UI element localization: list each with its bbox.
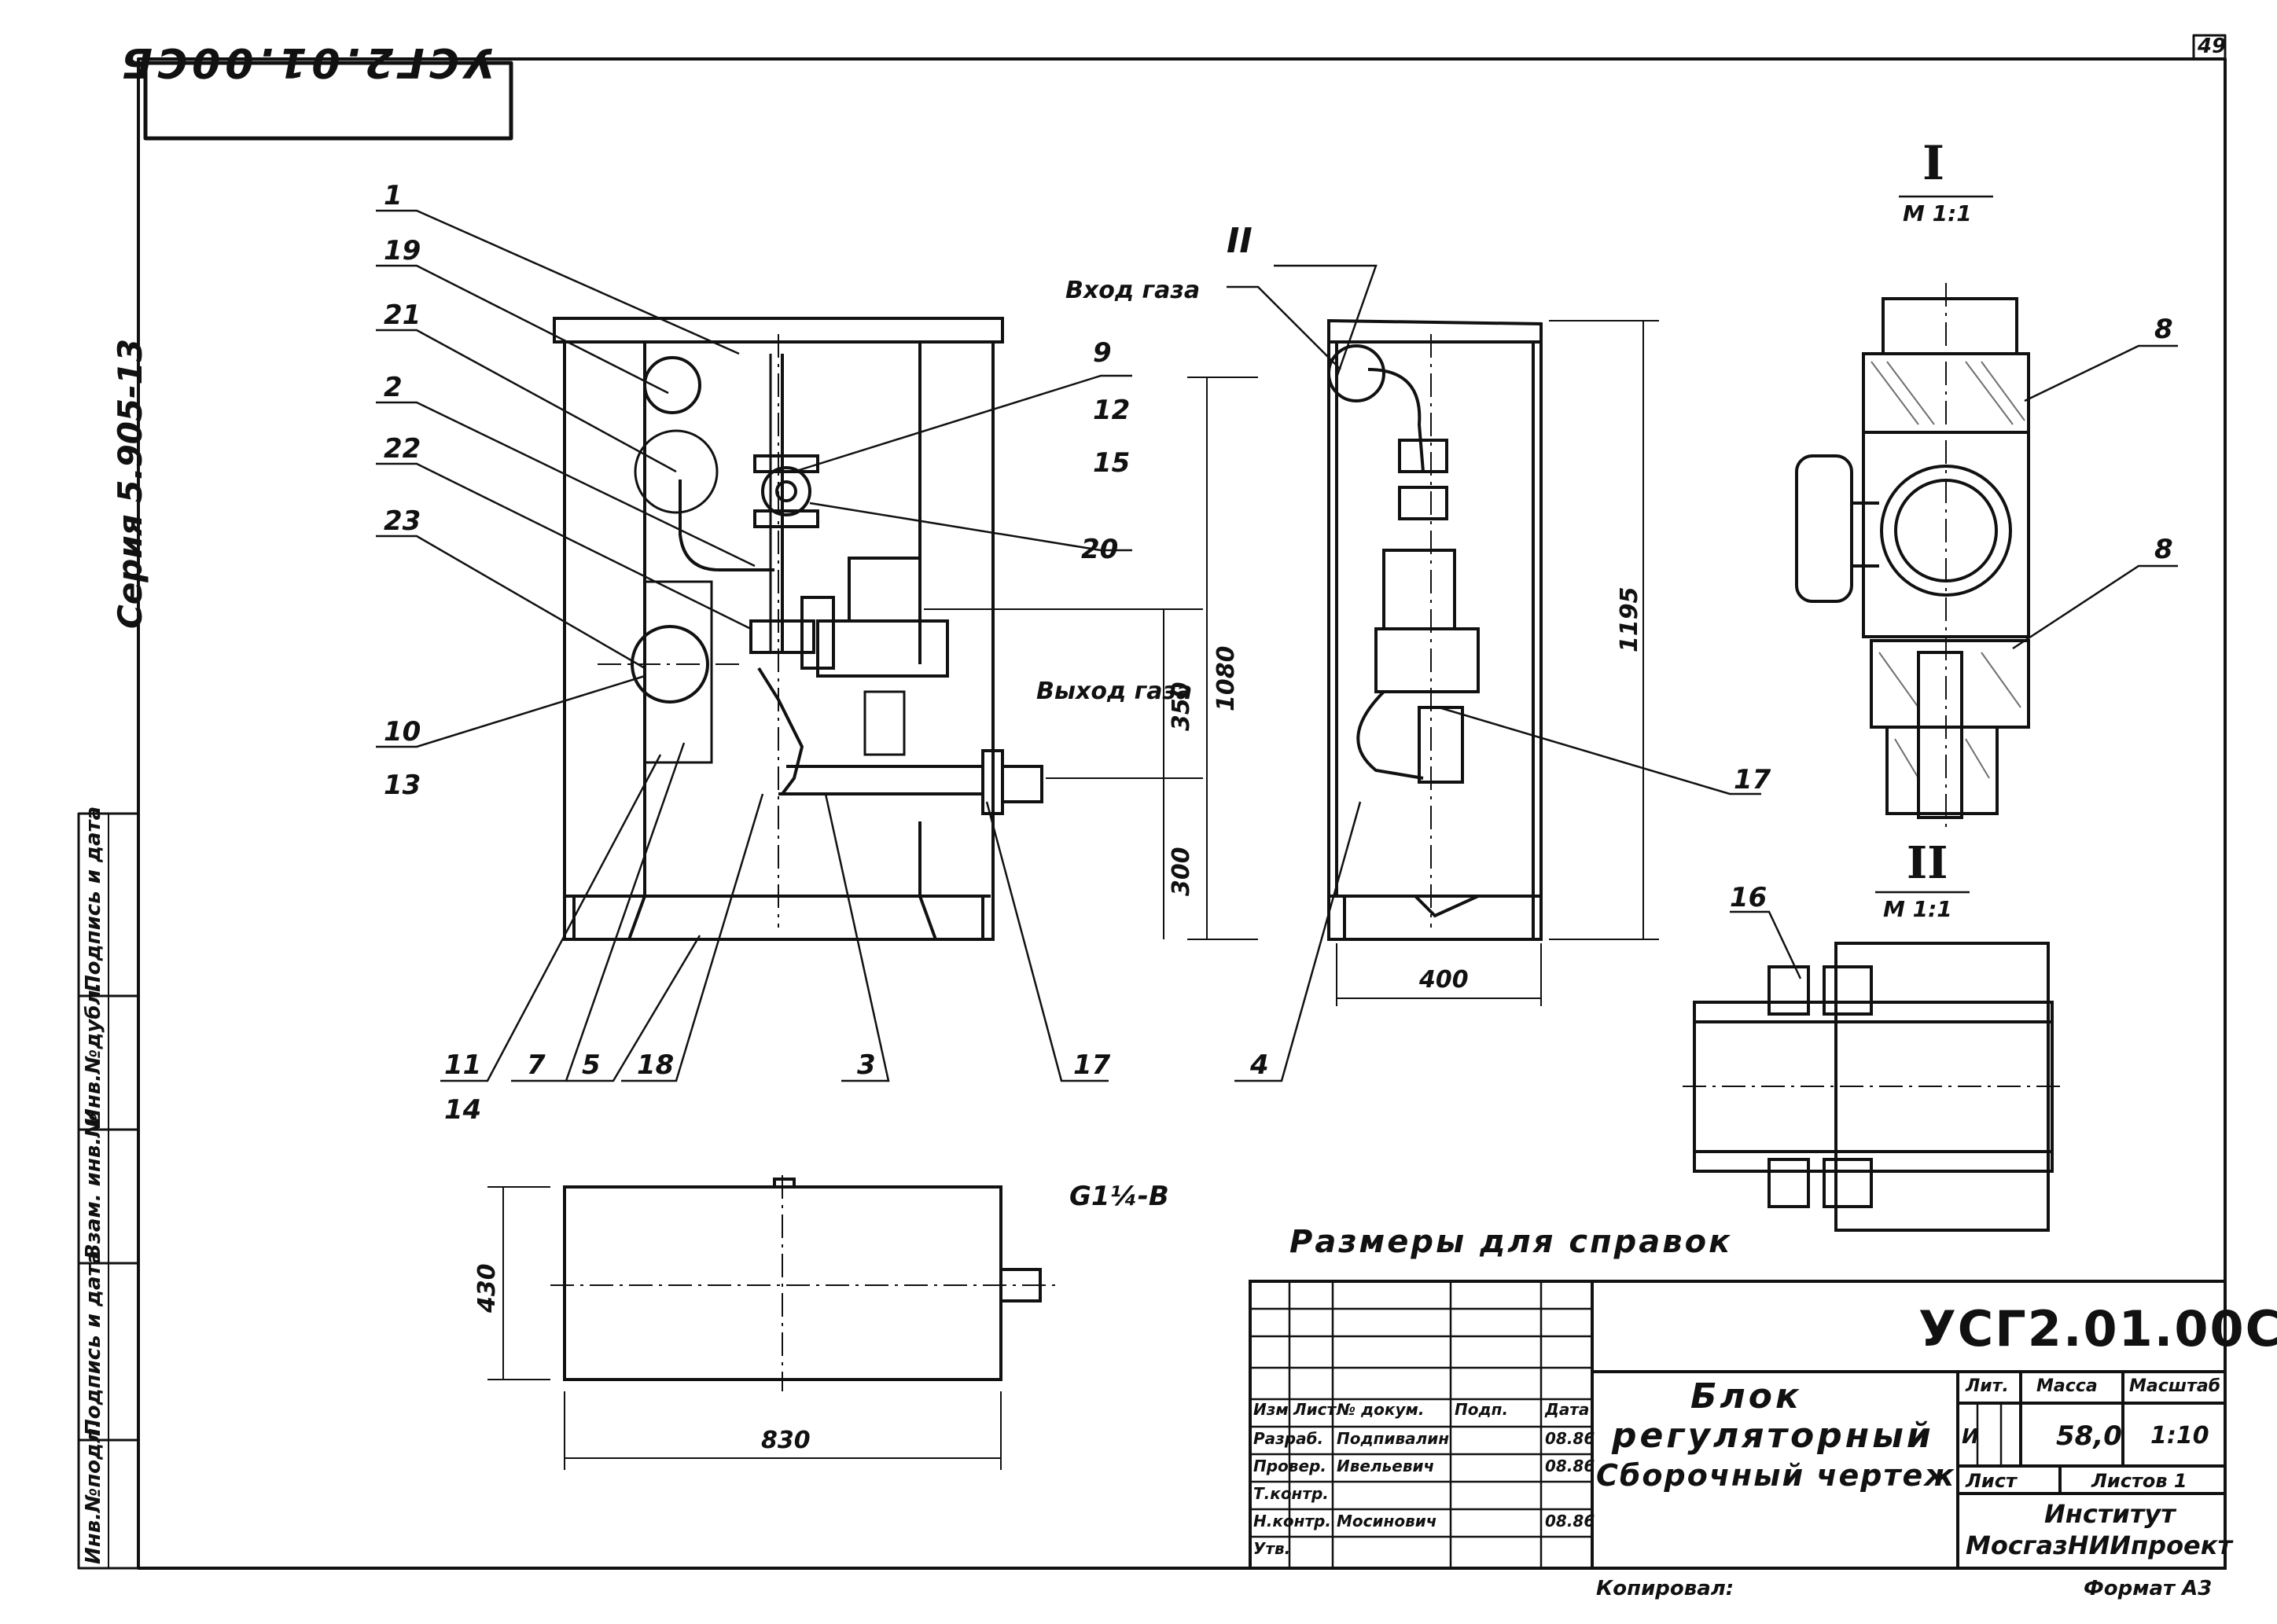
tb-row-date: 08.86 (1545, 1457, 1595, 1475)
section-i-scale: М 1:1 (1903, 200, 1972, 226)
series-label: Серия 5.905-13 (111, 338, 149, 629)
tb-row-role: Н.контр. (1253, 1512, 1331, 1530)
plan-view (563, 1178, 1042, 1381)
tb-name-1: Блок (1690, 1376, 1802, 1416)
tb-org-1: Институт (2044, 1499, 2176, 1529)
callout-7: 7 (527, 1049, 546, 1081)
tb-row-role: Провер. (1253, 1457, 1326, 1475)
callout-17-side: 17 (1734, 764, 1771, 795)
tb-sheet-label: Лист (1966, 1470, 2017, 1492)
callout-1: 1 (384, 180, 403, 211)
title-block-frame (1249, 1280, 2227, 1570)
tb-mass-label: Масса (2036, 1376, 2098, 1396)
section-ii-scale: М 1:1 (1883, 896, 1952, 922)
section-i-title: I (1922, 136, 1945, 191)
side-stamp-cell: Инв.№подл. (82, 1420, 105, 1564)
tb-lit-value: И (1962, 1425, 1979, 1449)
side-stamp-cell: Взам. инв.№ (82, 1112, 105, 1259)
section-ii-marker: II (1227, 221, 1253, 261)
reversed-stamp-code: УСГ2.01.00СБ (116, 39, 495, 86)
callout-13: 13 (384, 770, 421, 801)
tb-row-person: Ивельевич (1337, 1457, 1435, 1475)
tb-sheets-label: Листов 1 (2091, 1470, 2187, 1492)
callout-23: 23 (384, 505, 421, 537)
tb-lit-label: Лит. (1966, 1376, 2009, 1396)
callout-3: 3 (857, 1049, 876, 1081)
gas-outlet-label: Выход газа (1036, 678, 1193, 705)
callout-12: 12 (1093, 395, 1131, 426)
callout-8-top: 8 (2154, 314, 2173, 345)
thread-label: G1¼-B (1069, 1181, 1169, 1212)
reference-note: Размеры для справок (1289, 1224, 1733, 1260)
tb-row-role: Утв. (1253, 1539, 1291, 1558)
tb-row-date: 08.86 (1545, 1429, 1595, 1448)
side-stamp-cell: Инв.№дубл. (82, 982, 105, 1126)
callout-4: 4 (1250, 1049, 1269, 1081)
tb-row-role: Т.контр. (1253, 1484, 1329, 1503)
tb-col-sign: Подп. (1455, 1400, 1509, 1419)
tb-row-person: Подпивалин (1337, 1429, 1450, 1448)
callout-21: 21 (384, 299, 421, 331)
callout-16: 16 (1730, 882, 1768, 913)
callout-8-bottom: 8 (2154, 534, 2173, 565)
dim-300: 300 (1168, 847, 1195, 896)
callout-15: 15 (1093, 447, 1131, 479)
side-view (1327, 318, 1543, 941)
callout-11: 11 (444, 1049, 482, 1081)
callout-18: 18 (637, 1049, 675, 1081)
section-ii-title: II (1907, 837, 1948, 889)
tb-name-3: Сборочный чертеж (1596, 1458, 1956, 1493)
dim-830: 830 (761, 1427, 811, 1454)
tb-col-date: Дата (1545, 1400, 1590, 1419)
tb-scale-value: 1:10 (2150, 1422, 2209, 1449)
callout-5: 5 (582, 1049, 601, 1081)
side-stamp-cell: Подпись и дата (82, 806, 105, 992)
tb-col-izm: Изм (1253, 1400, 1289, 1419)
callout-19: 19 (384, 235, 421, 266)
dim-430: 430 (473, 1263, 501, 1313)
tb-row-date: 08.86 (1545, 1512, 1595, 1530)
page-number: 49 (2198, 35, 2227, 58)
callout-9: 9 (1093, 337, 1112, 369)
tb-format: Формат А3 (2084, 1577, 2213, 1600)
tb-mass-value: 58,0 (2056, 1420, 2122, 1452)
tb-org-2: МосгазНИИпроект (1966, 1530, 2233, 1560)
dim-1195: 1195 (1616, 586, 1643, 653)
front-view (553, 317, 1043, 941)
callout-17: 17 (1073, 1049, 1111, 1081)
tb-name-2: регуляторный (1612, 1416, 1934, 1456)
tb-col-doc: № докум. (1337, 1400, 1425, 1419)
tb-row-role: Разраб. (1253, 1429, 1324, 1448)
callout-22: 22 (384, 433, 421, 465)
callout-2: 2 (384, 372, 403, 403)
dim-350: 350 (1168, 682, 1195, 731)
side-stamp-cell: Подпись и дата (82, 1250, 105, 1436)
dim-1080: 1080 (1212, 645, 1240, 712)
callout-20: 20 (1081, 534, 1119, 565)
tb-copied: Копировал: (1596, 1577, 1734, 1600)
section-i (1795, 297, 2030, 819)
tb-code: УСГ2.01.00СБ (1918, 1300, 2277, 1358)
callout-10: 10 (384, 716, 421, 748)
tb-col-list: Лист (1293, 1400, 1337, 1419)
dim-400: 400 (1419, 966, 1469, 994)
callout-14: 14 (444, 1094, 482, 1126)
tb-row-person: Мосинович (1337, 1512, 1437, 1530)
tb-scale-label: Масштаб (2129, 1376, 2221, 1396)
gas-inlet-label: Вход газа (1065, 277, 1201, 304)
